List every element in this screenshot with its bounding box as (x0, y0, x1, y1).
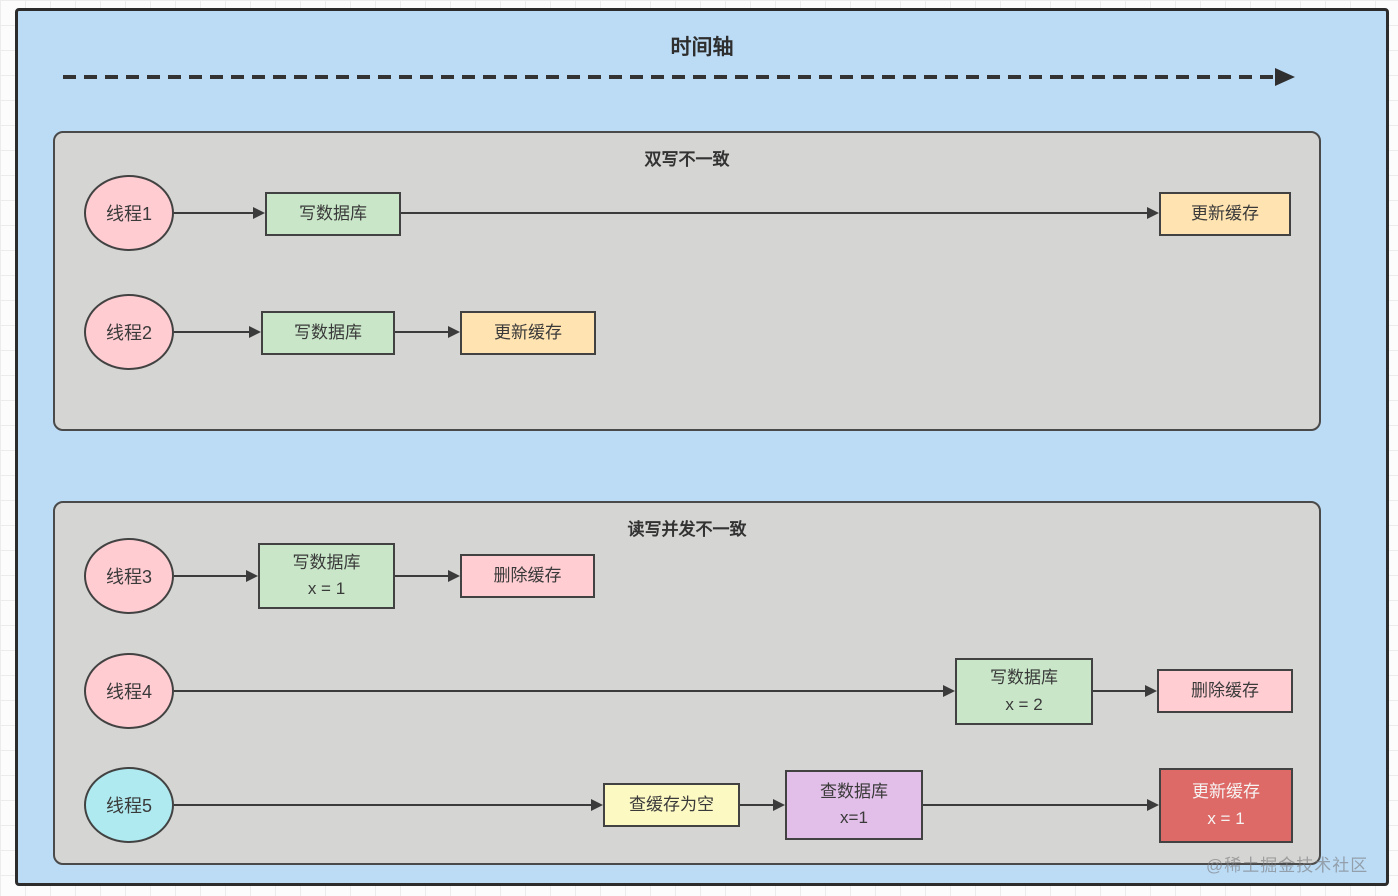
thread-label: 线程5 (105, 796, 152, 816)
thread-label: 线程2 (105, 323, 152, 343)
panel-read-write-concurrency-inconsistency: 读写并发不一致 线程3 写数据库 x = 1 删除缓存 线程4 写数据库 x =… (53, 501, 1321, 865)
step-write-db: 写数据库 (265, 192, 401, 236)
flow-arrow (395, 326, 460, 338)
step-sublabel: x=1 (840, 808, 868, 827)
flow-arrow (174, 326, 261, 338)
step-label: 写数据库 (294, 322, 362, 342)
step-sublabel: x = 1 (1207, 808, 1245, 828)
step-sublabel: x = 1 (307, 579, 346, 598)
thread-5-ellipse: 线程5 (84, 767, 174, 843)
flow-arrow (923, 799, 1159, 811)
step-query-db-x1: 查数据库 x=1 (785, 770, 923, 840)
step-query-cache-empty: 查缓存为空 (603, 783, 740, 827)
panel-title: 双写不一致 (644, 150, 730, 169)
flow-arrow (1093, 685, 1157, 697)
step-update-cache: 更新缓存 (1159, 192, 1291, 236)
watermark: @稀土掘金技术社区 (1206, 856, 1369, 875)
step-label: 写数据库 (990, 668, 1058, 688)
panel-title: 读写并发不一致 (627, 520, 747, 539)
flow-arrow (395, 570, 460, 582)
timeline-title: 时间轴 (670, 36, 734, 59)
thread-2-ellipse: 线程2 (84, 294, 174, 370)
step-update-cache-x1: 更新缓存 x = 1 (1159, 768, 1293, 843)
timeline-container: 时间轴 双写不一致 线程1 写数据库 更新缓存 线程2 写数据库 更新缓存 读写… (15, 8, 1389, 886)
flow-arrow (740, 799, 785, 811)
step-write-db-x2: 写数据库 x = 2 (955, 658, 1093, 725)
thread-1-ellipse: 线程1 (84, 175, 174, 251)
thread-3-ellipse: 线程3 (84, 538, 174, 614)
step-write-db: 写数据库 (261, 311, 395, 355)
panel-double-write-inconsistency: 双写不一致 线程1 写数据库 更新缓存 线程2 写数据库 更新缓存 (53, 131, 1321, 431)
step-sublabel: x = 2 (1005, 694, 1043, 714)
timeline-dashed-arrow (63, 68, 1295, 86)
step-delete-cache: 删除缓存 (460, 554, 595, 598)
thread-label: 线程4 (105, 682, 152, 702)
flow-arrow (174, 570, 258, 582)
step-label: 更新缓存 (1192, 782, 1260, 802)
step-label: 写数据库 (292, 552, 361, 572)
step-delete-cache: 删除缓存 (1157, 669, 1293, 713)
step-label: 删除缓存 (1191, 680, 1259, 700)
step-write-db-x1: 写数据库 x = 1 (258, 543, 395, 609)
step-label: 查数据库 (820, 781, 888, 801)
thread-label: 线程3 (105, 567, 152, 587)
flow-arrow (174, 799, 603, 811)
step-update-cache: 更新缓存 (460, 311, 596, 355)
step-label: 查缓存为空 (629, 794, 714, 814)
flow-arrow (174, 685, 955, 697)
step-label: 更新缓存 (1191, 203, 1259, 223)
step-label: 更新缓存 (494, 322, 562, 342)
step-label: 删除缓存 (493, 565, 562, 585)
step-label: 写数据库 (299, 203, 367, 223)
flow-arrow (401, 207, 1159, 219)
thread-label: 线程1 (105, 204, 152, 224)
thread-4-ellipse: 线程4 (84, 653, 174, 729)
flow-arrow (174, 207, 265, 219)
